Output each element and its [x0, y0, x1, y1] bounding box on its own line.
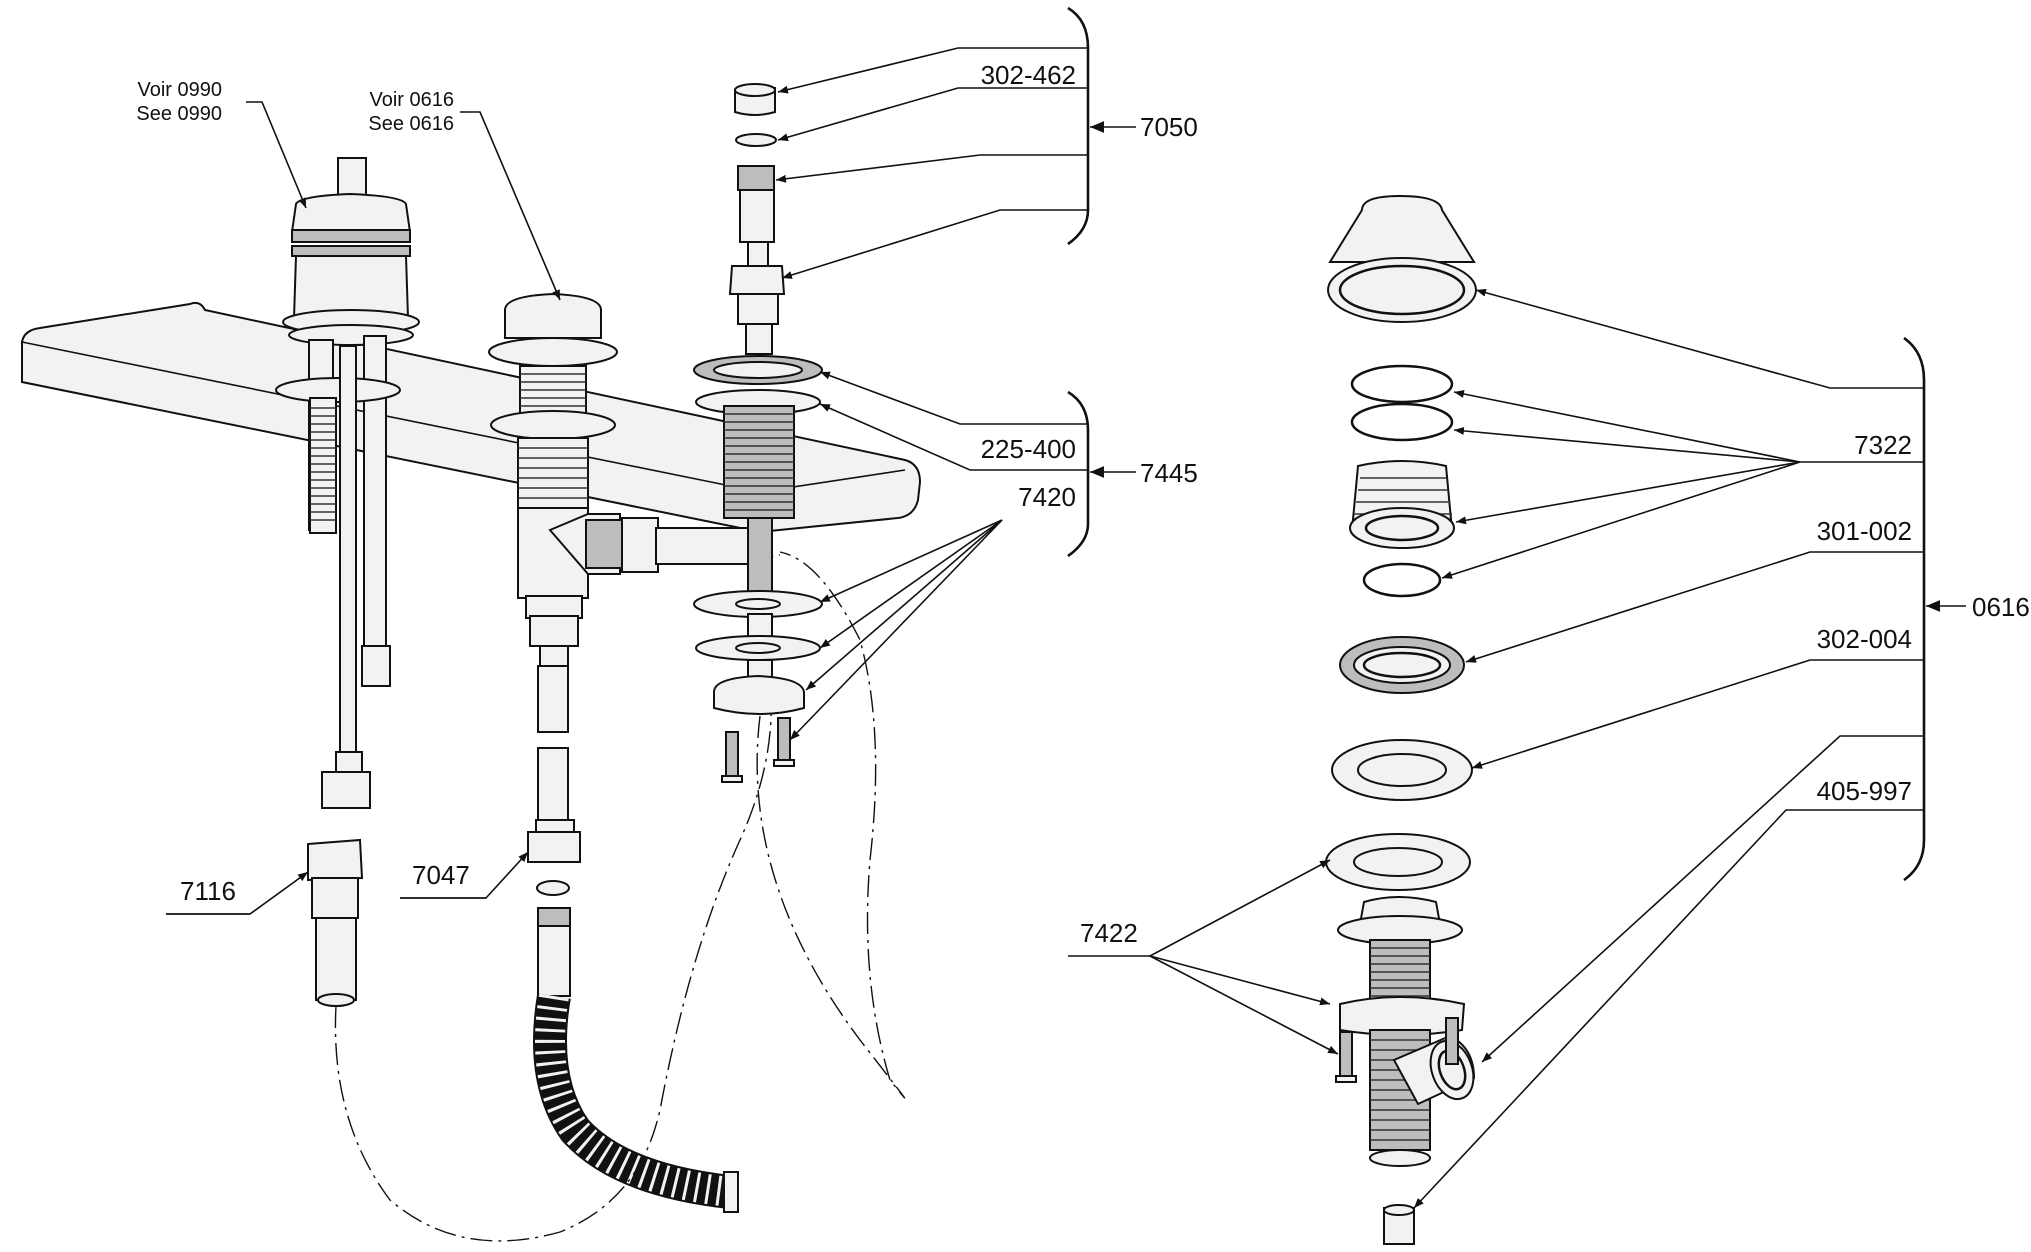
part-labels: Voir 0990 See 0990 Voir 0616 See 0616 30…: [136, 60, 2029, 948]
label-7445: 7445: [1140, 458, 1198, 488]
label-7422: 7422: [1080, 918, 1138, 948]
label-302-462: 302-462: [981, 60, 1076, 90]
label-7047: 7047: [412, 860, 470, 890]
hose-route-lines: [334, 551, 906, 1242]
label-302-004: 302-004: [1817, 624, 1912, 654]
label-7322: 7322: [1854, 430, 1912, 460]
label-see-0990: See 0990: [136, 103, 222, 125]
label-7420: 7420: [1018, 482, 1076, 512]
connector-7116: [307, 838, 364, 1007]
label-301-002: 301-002: [1817, 516, 1912, 546]
spout-body-center: [488, 292, 770, 997]
label-405-997: 405-997: [1817, 776, 1912, 806]
brace-7445: [1067, 390, 1090, 558]
brace-7050: [1067, 6, 1090, 246]
label-voir-0616: Voir 0616: [369, 89, 454, 111]
cartridge-assembly-left: [275, 157, 420, 809]
label-0616: 0616: [1972, 592, 2030, 622]
label-see-0616: See 0616: [368, 113, 454, 135]
brace-0616: [1903, 336, 1926, 882]
label-7050: 7050: [1140, 112, 1198, 142]
deck-plate: [21, 301, 922, 534]
leader-lines: [166, 47, 1966, 1209]
spray-hose: [533, 993, 739, 1213]
label-7116: 7116: [180, 876, 236, 906]
spray-valve-stack: [693, 83, 823, 783]
spray-base-stack: [1325, 194, 1477, 1245]
left-threaded-shank: [309, 397, 337, 534]
label-voir-0990: Voir 0990: [137, 79, 222, 101]
label-225-400: 225-400: [981, 434, 1076, 464]
